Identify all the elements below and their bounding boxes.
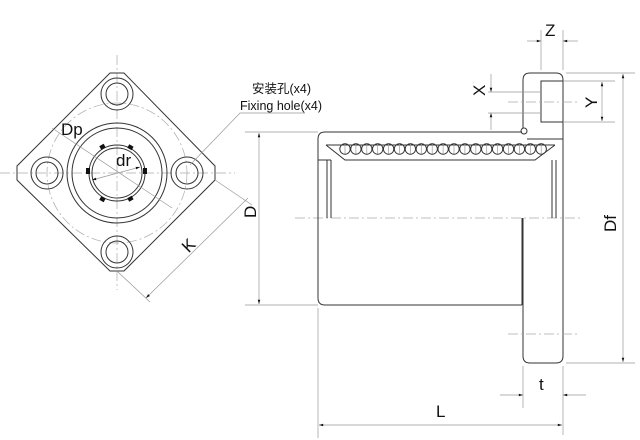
label-l: L xyxy=(436,402,445,421)
ball xyxy=(350,143,362,155)
x-dimension: X xyxy=(470,74,541,130)
body-ring xyxy=(71,127,163,219)
ball xyxy=(393,143,406,155)
label-k: K xyxy=(178,234,200,256)
ball xyxy=(339,143,351,155)
label-z: Z xyxy=(545,21,555,40)
ball xyxy=(524,143,536,155)
ball xyxy=(448,143,460,155)
ball xyxy=(372,143,384,155)
y-dimension: Y xyxy=(563,80,615,123)
z-dimension: Z xyxy=(527,21,578,70)
dr-dimension-line xyxy=(91,166,141,181)
ball xyxy=(382,143,395,155)
ball xyxy=(470,143,482,155)
label-fixing-hole-cn: 安装孔(x4) xyxy=(252,81,311,96)
bore xyxy=(91,147,143,199)
k-dimension-line xyxy=(145,197,249,299)
k-extension-1 xyxy=(214,179,253,206)
fixing-holes xyxy=(30,77,204,269)
ball xyxy=(502,143,515,155)
df-dimension: Df xyxy=(566,72,635,364)
label-t: t xyxy=(539,375,544,394)
label-dr: dr xyxy=(116,151,131,170)
side-view xyxy=(295,72,582,364)
k-extension-2 xyxy=(116,270,151,303)
flange xyxy=(522,72,564,364)
fixing-hole-leader xyxy=(189,112,305,166)
ball xyxy=(404,143,417,155)
ball xyxy=(415,143,427,155)
square-flange-outline xyxy=(16,72,216,272)
pitch-circle xyxy=(46,102,188,244)
fixing-counterbore xyxy=(540,80,564,123)
bearing-body xyxy=(317,131,522,306)
label-x: X xyxy=(470,85,489,96)
ball xyxy=(535,143,547,155)
ball xyxy=(437,143,449,155)
label-dp: Dp xyxy=(61,120,83,139)
label-d: D xyxy=(241,206,260,218)
t-dimension: t xyxy=(500,366,586,435)
outer-ring xyxy=(66,122,168,224)
label-fixing-hole-en: Fixing hole(x4) xyxy=(240,99,322,113)
ball-row xyxy=(339,143,547,155)
label-df: Df xyxy=(601,215,620,232)
l-dimension: L xyxy=(317,308,563,438)
ball xyxy=(481,143,493,155)
ball xyxy=(426,143,438,155)
label-y: Y xyxy=(582,97,601,108)
ball-tracks xyxy=(86,143,147,203)
ball xyxy=(459,143,471,155)
d-dimension: D xyxy=(241,131,318,306)
ball xyxy=(491,143,504,155)
front-view: Dp dr K 安装孔(x4) Fixing hole(x4) xyxy=(0,55,322,303)
ball xyxy=(361,143,373,155)
